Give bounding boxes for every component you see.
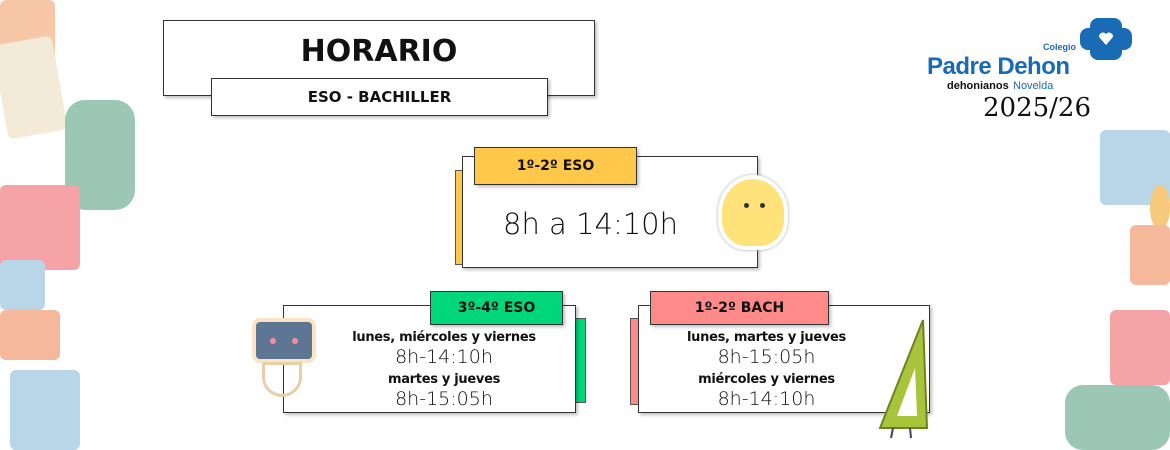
logo-name: Padre Dehon	[927, 53, 1070, 80]
page-subtitle: ESO - BACHILLER	[307, 88, 452, 106]
tab-eso-3-4: 3º-4º ESO	[430, 291, 563, 325]
lightbulb-sticker-icon	[718, 175, 788, 250]
tab-eso-1-2: 1º-2º ESO	[474, 147, 637, 185]
set-square-sticker-icon	[878, 319, 929, 439]
schedule-days: lunes, martes y jueves	[687, 330, 846, 345]
page-title: HORARIO	[300, 34, 458, 69]
logo-sub2: Novelda	[1013, 80, 1054, 92]
subtitle-box: ESO - BACHILLER	[211, 78, 548, 116]
tab-label: 3º-4º ESO	[457, 300, 536, 316]
tab-bach-1-2: 1º-2º BACH	[650, 291, 829, 325]
schedule-days: lunes, miércoles y viernes	[352, 330, 536, 345]
schedule-time: 8h-14:10h	[395, 346, 493, 368]
schedule-time: 8h a 14:10h	[503, 207, 678, 241]
tab-label: 1º-2º ESO	[516, 158, 595, 174]
heart-cross-icon	[1080, 18, 1132, 60]
schedule-time: 8h-14:10h	[717, 388, 816, 410]
schedule-time: 8h-15:05h	[717, 346, 816, 368]
eraser-sticker-icon	[252, 318, 316, 363]
logo-sub1: dehonianos	[947, 80, 1009, 92]
schedule-time: 8h-15:05h	[395, 388, 493, 410]
tab-label: 1º-2º BACH	[694, 300, 785, 316]
school-logo: Colegio Padre Dehon dehonianos Novelda 2…	[925, 14, 1135, 124]
school-year: 2025/26	[983, 93, 1092, 123]
schedule-days: martes y jueves	[387, 372, 501, 387]
schedule-days: miércoles y viernes	[698, 372, 835, 387]
logo-small-text: Colegio	[1043, 42, 1076, 52]
